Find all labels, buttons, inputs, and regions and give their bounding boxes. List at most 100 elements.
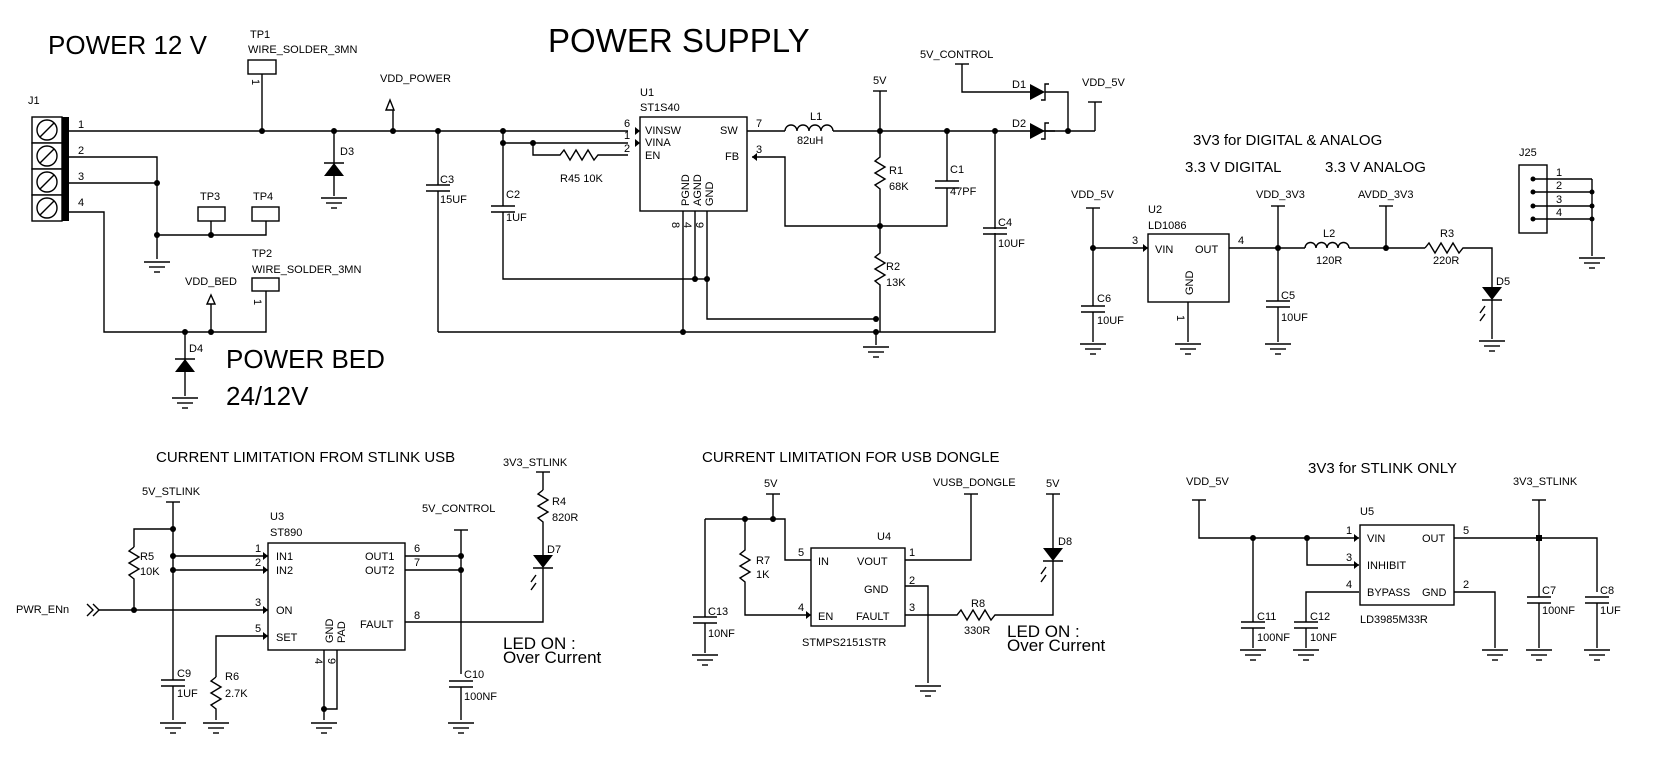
u1-num-vina: 1 <box>624 130 630 142</box>
net-vusb-dongle: VUSB_DONGLE <box>905 477 1016 561</box>
net-vdd-5v-top: VDD_5V <box>1082 77 1125 131</box>
net-5v-d8: 5V <box>1046 478 1060 548</box>
u3-pin-out2: OUT2 <box>365 565 394 577</box>
ic-u1: U1 ST1S40 VINSW VINA EN SW FB PGND AGND … <box>624 87 762 228</box>
resistor-r1: R1 68K <box>873 131 909 226</box>
u3-pin-in2: IN2 <box>276 565 293 577</box>
l2-ref: L2 <box>1323 228 1335 240</box>
l1-ref: L1 <box>810 111 822 123</box>
diode-d1: D1 <box>1012 79 1069 131</box>
u5-num-vin: 1 <box>1346 525 1352 537</box>
over-current-label: Over Current <box>503 648 602 667</box>
title-3v3-stlink-only: 3V3 for STLINK ONLY <box>1308 460 1457 477</box>
led-on-label: LED ON : <box>503 634 576 653</box>
u5-pin-vin: VIN <box>1367 533 1385 545</box>
note-led-on-u3: LED ON : Over Current <box>503 634 602 667</box>
r3-ref: R3 <box>1440 228 1454 240</box>
u1-pin-sw: SW <box>720 125 738 137</box>
l2-value: 120R <box>1316 255 1342 267</box>
u1-num-en: 2 <box>624 143 630 155</box>
capacitor-c1: C1 47PF <box>935 128 977 198</box>
connector-j25: J25 1 2 3 4 <box>1518 147 1606 269</box>
net-5v-stlink: 5V_STLINK <box>142 486 201 680</box>
capacitor-c12: C12 10NF <box>1292 611 1337 661</box>
j25-pin-3: 3 <box>1556 194 1562 206</box>
u2-part: LD1086 <box>1148 220 1187 232</box>
u3-ref: U3 <box>270 511 284 523</box>
resistor-r5: R5 10K <box>127 546 160 610</box>
vdd-5v-label-3: VDD_5V <box>1186 476 1229 488</box>
c3-ref: C3 <box>440 174 454 186</box>
r4-value: 820R <box>552 512 578 524</box>
net-3v3-stlink-u3: 3V3_STLINK <box>503 457 568 490</box>
u3-num-out1: 6 <box>414 543 420 555</box>
u5-pin-out: OUT <box>1422 533 1446 545</box>
r7-value: 1K <box>756 569 770 581</box>
u3-pin-set: SET <box>276 632 298 644</box>
j25-pin-1: 1 <box>1556 167 1562 179</box>
c8-ref: C8 <box>1600 585 1614 597</box>
c3-value: 15UF <box>440 194 467 206</box>
u4-num-vout: 1 <box>909 547 915 559</box>
title-usb-dongle: CURRENT LIMITATION FOR USB DONGLE <box>702 449 1000 466</box>
c8-value: 1UF <box>1600 605 1621 617</box>
u4-pin-in: IN <box>818 556 829 568</box>
net-3v3-stlink-u5: 3V3_STLINK <box>1513 476 1578 597</box>
5v-stlink-label: 5V_STLINK <box>142 486 201 498</box>
r45-label: R45 10K <box>560 173 603 185</box>
led-on-label-2: LED ON : <box>1007 622 1080 641</box>
title-power-bed: POWER BED <box>226 344 385 374</box>
u2-pin-vin: VIN <box>1155 244 1173 256</box>
vdd-bed-label: VDD_BED <box>185 276 237 288</box>
u2-ref: U2 <box>1148 204 1162 216</box>
ic-u4: U4 IN EN VOUT GND FAULT 5 4 1 2 3 STMPS2… <box>798 531 915 649</box>
note-led-on-u4: LED ON : Over Current <box>1007 622 1106 655</box>
u4-pin-gnd: GND <box>864 584 889 596</box>
port-pwr-enn: PWR_ENn <box>16 603 100 617</box>
u3-pin-on: ON <box>276 605 293 617</box>
capacitor-c8: C8 1UF <box>1583 585 1621 661</box>
c6-value: 10UF <box>1097 315 1124 327</box>
u1-num-fb: 3 <box>756 144 762 156</box>
ic-u3: U3 ST890 IN1 IN2 ON SET OUT1 OUT2 FAULT … <box>255 511 420 664</box>
c13-ref: C13 <box>708 606 728 618</box>
wire-vdd-bed <box>69 211 267 333</box>
testpoint-tp4: TP4 <box>251 191 280 222</box>
u2-pin-gnd: GND <box>1184 271 1196 296</box>
u2-num-out: 4 <box>1238 235 1244 247</box>
u1-num-pgnd: 8 <box>669 222 681 228</box>
r5-ref: R5 <box>140 551 154 563</box>
capacitor-c6: C6 10UF <box>1079 293 1124 355</box>
net-5v-control-u3: 5V_CONTROL <box>422 503 495 674</box>
j25-pin-4: 4 <box>1556 207 1562 219</box>
d1-ref: D1 <box>1012 79 1026 91</box>
u3-num-in1: 1 <box>255 543 261 555</box>
led-d8: D8 <box>1040 536 1072 583</box>
capacitor-c10: C10 100NF <box>447 669 497 734</box>
u1-pin-fb: FB <box>725 151 739 163</box>
net-vdd-bed: VDD_BED <box>185 276 237 335</box>
resistor-r4: R4 820R <box>536 489 578 555</box>
5v-label-3: 5V <box>1046 478 1060 490</box>
r2-value: 13K <box>886 277 906 289</box>
u1-part: ST1S40 <box>640 102 680 114</box>
u1-num-vinsw: 6 <box>624 118 630 130</box>
u4-pin-en: EN <box>818 611 833 623</box>
u5-num-out: 5 <box>1463 525 1469 537</box>
vusb-dongle-label: VUSB_DONGLE <box>933 477 1016 489</box>
r2-ref: R2 <box>886 261 900 273</box>
u2-num-vin: 3 <box>1132 235 1138 247</box>
c12-ref: C12 <box>1310 611 1330 623</box>
c10-ref: C10 <box>464 669 484 681</box>
d7-ref: D7 <box>547 544 561 556</box>
5v-control-label: 5V_CONTROL <box>920 49 993 61</box>
u4-pin-fault: FAULT <box>856 611 890 623</box>
r8-value: 330R <box>964 625 990 637</box>
u3-num-on: 3 <box>255 597 261 609</box>
j1-pin-2: 2 <box>78 145 84 157</box>
u3-pin-out1: OUT1 <box>365 551 394 563</box>
capacitor-c13: C13 10NF <box>691 519 735 666</box>
ic-u5: U5 VIN INHIBIT BYPASS OUT GND 1 3 4 5 2 … <box>1346 506 1469 626</box>
vdd-5v-label-2: VDD_5V <box>1071 189 1114 201</box>
inductor-l2: L2 120R <box>1304 228 1350 267</box>
